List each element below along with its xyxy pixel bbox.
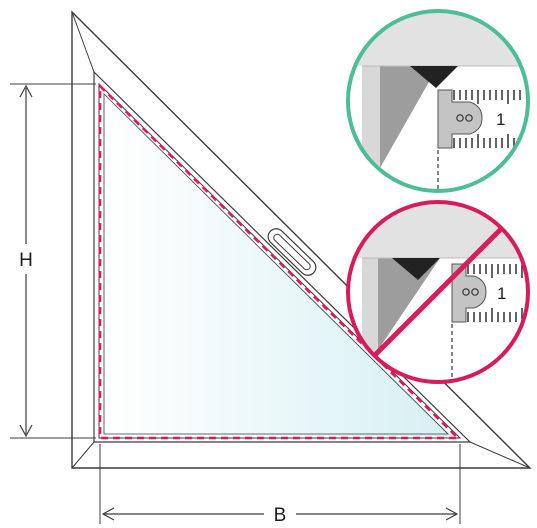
miter-bottom-left <box>71 441 95 469</box>
prohibited-slash <box>372 226 504 358</box>
height-dimension: H <box>10 83 96 439</box>
ruler-number-wrong: 1 <box>497 284 506 303</box>
inner-gasket-line <box>103 93 449 435</box>
tape-measure: 1 <box>437 88 528 150</box>
ruler-number: 1 <box>496 110 505 129</box>
tape-hook <box>437 89 483 149</box>
glass-pane <box>103 92 452 436</box>
correct-measurement-detail: 1 <box>346 9 530 193</box>
miter-bottom-right <box>469 441 531 469</box>
tape-measure-wrong: 1 <box>451 262 528 324</box>
correct-ring <box>346 9 530 193</box>
incorrect-ring <box>346 200 530 384</box>
incorrect-measurement-detail: 1 <box>346 200 530 384</box>
miter-top <box>71 11 95 73</box>
width-label: B <box>274 505 287 526</box>
window-handle <box>267 228 317 276</box>
measure-outline <box>98 82 462 440</box>
width-dimension: B <box>99 444 461 526</box>
gasket-wedge-wrong <box>392 258 440 280</box>
gasket-wedge <box>410 66 458 88</box>
height-label: H <box>19 250 33 271</box>
